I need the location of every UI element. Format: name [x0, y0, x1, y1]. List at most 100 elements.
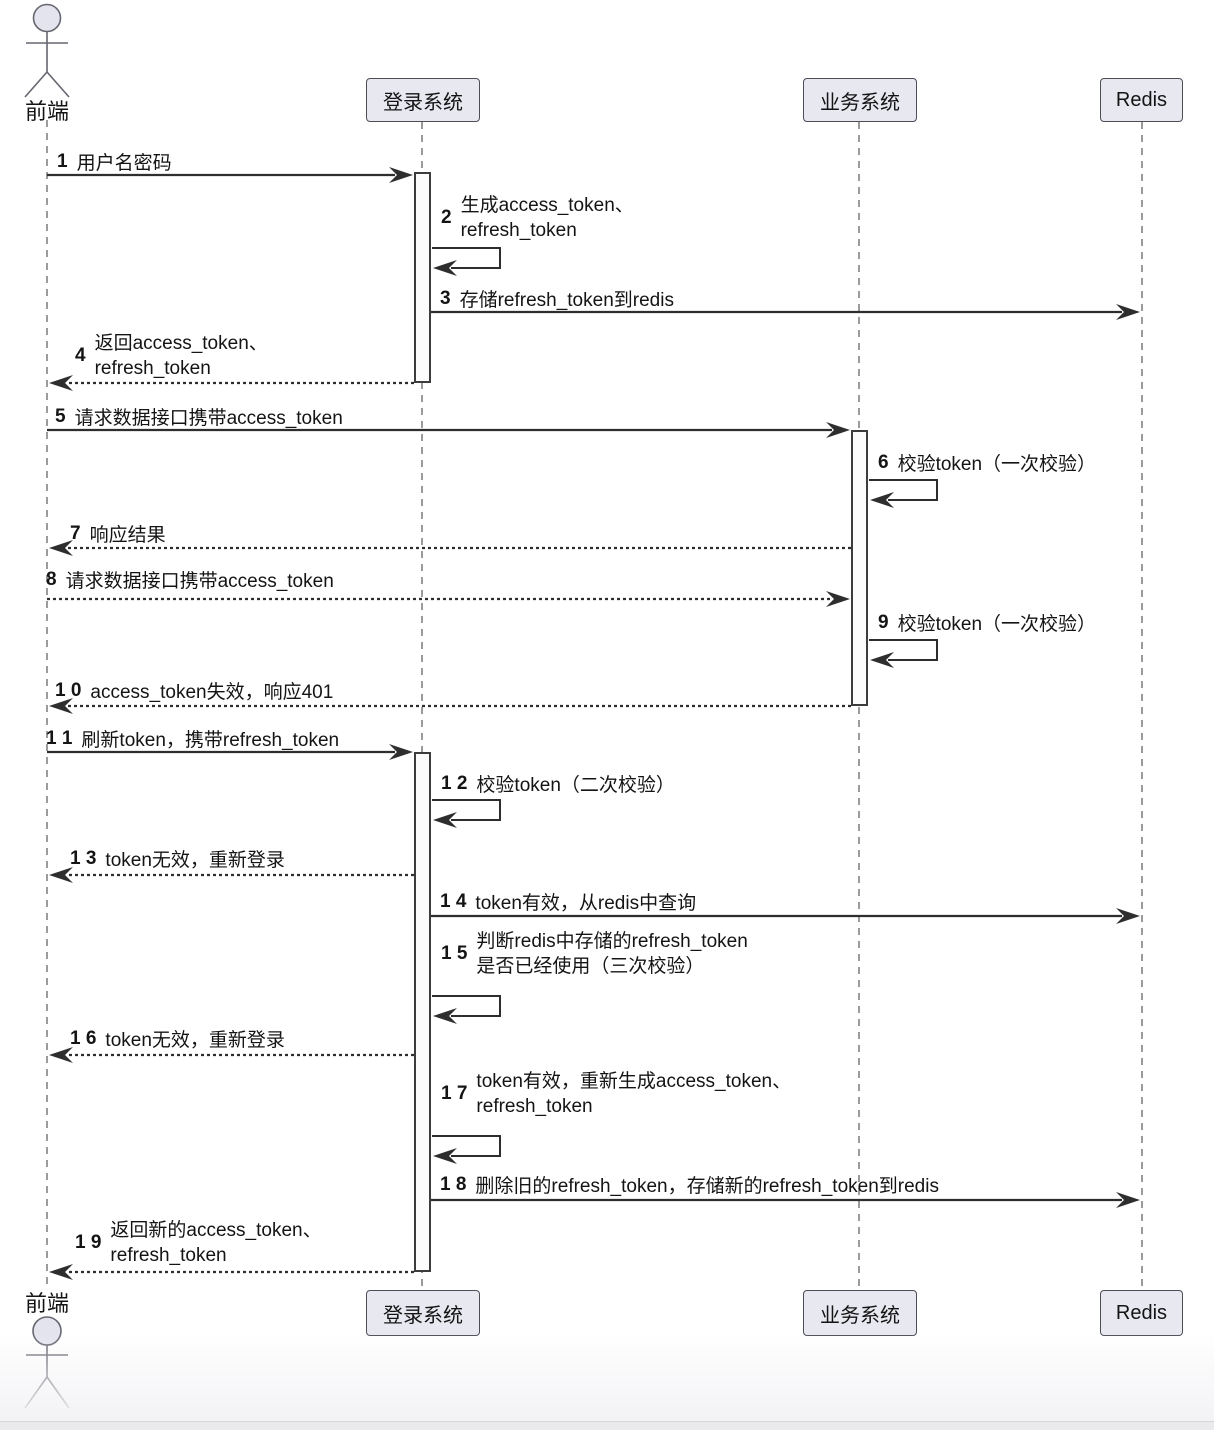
message-text: 校验token（二次校验） [476, 775, 675, 796]
message-text: 刷新token，携带refresh_token [81, 730, 340, 751]
arrowhead-icon [870, 652, 894, 668]
message-number: 4 [75, 345, 86, 366]
message-text: 请求数据接口携带access_token [65, 571, 334, 592]
message-arrow-13 [49, 867, 414, 883]
actor-head [32, 1316, 62, 1346]
participant-label-frontend-top: 前端 [24, 99, 69, 124]
message-text: token无效，重新登录 [105, 850, 285, 871]
self-message-loop [432, 799, 501, 821]
arrowhead-icon [433, 1148, 457, 1164]
arrowhead-icon [49, 698, 73, 714]
message-text: 校验token（一次校验） [897, 614, 1097, 635]
page-bottom-strip [0, 1421, 1214, 1430]
message-number: 1 9 [75, 1232, 102, 1253]
message-number: 1 0 [55, 679, 82, 701]
message-number: 9 [878, 611, 889, 633]
participant-box-biz-top: 业务系统 [803, 78, 917, 122]
message-arrow-1 [47, 167, 413, 183]
participant-label-frontend-bottom: 前端 [24, 1291, 69, 1316]
self-message-loop [432, 995, 501, 1017]
arrowhead-icon [389, 167, 413, 183]
message-8: 8 请求数据接口携带access_token [46, 566, 334, 593]
page-bottom-fade [0, 1332, 1214, 1421]
message-number: 3 [440, 287, 451, 309]
message-arrow-7 [49, 540, 851, 556]
message-text: 删除旧的refresh_token，存储新的refresh_token到redi… [475, 1176, 939, 1197]
message-arrow-15 [432, 995, 501, 1024]
arrowhead-icon [433, 812, 457, 828]
activation-bar-biz [851, 430, 868, 706]
message-number: 5 [55, 405, 66, 427]
arrowhead-icon [1116, 908, 1140, 924]
self-message-loop [432, 247, 501, 269]
message-number: 1 [57, 150, 68, 172]
message-arrow-18 [431, 1192, 1140, 1208]
arrowhead-icon [49, 375, 73, 391]
message-18: 1 8 删除旧的refresh_token，存储新的refresh_token到r… [440, 1171, 939, 1198]
participant-box-redis-bottom: Redis [1100, 1290, 1183, 1336]
message-arrow-16 [49, 1047, 414, 1063]
message-arrow-10 [49, 698, 851, 714]
message-number: 1 4 [440, 890, 467, 912]
arrowhead-icon [49, 1264, 73, 1280]
arrowhead-icon [1116, 304, 1140, 320]
message-text: token有效，从redis中查询 [475, 893, 697, 914]
message-number: 1 1 [46, 727, 73, 749]
participant-box-login-bottom: 登录系统 [366, 1290, 480, 1336]
message-text: access_token失效，响应401 [90, 682, 334, 703]
arrowhead-icon [1116, 1192, 1140, 1208]
message-arrow-19 [49, 1264, 414, 1280]
message-text: 响应结果 [89, 525, 166, 546]
participant-box-redis-top: Redis [1100, 78, 1183, 122]
message-text: 存储refresh_token到redis [459, 290, 674, 311]
participant-box-login-top: 登录系统 [366, 78, 480, 122]
message-14: 1 4 token有效，从redis中查询 [440, 888, 696, 915]
self-message-loop [432, 1135, 501, 1157]
message-number: 1 7 [441, 1083, 468, 1104]
activation-bar-login-2 [414, 752, 431, 1272]
self-message-loop [869, 639, 938, 661]
message-arrow-3 [431, 304, 1140, 320]
message-text: 校验token（一次校验） [897, 454, 1097, 475]
message-arrow-2 [432, 247, 501, 276]
actor-figure-top [24, 3, 70, 98]
arrowhead-icon [49, 867, 73, 883]
participant-box-biz-bottom: 业务系统 [803, 1290, 917, 1336]
arrowhead-icon [826, 422, 850, 438]
message-number: 1 8 [440, 1173, 467, 1195]
message-arrow-12 [432, 799, 501, 828]
message-6: 6 校验token（一次校验） [878, 449, 1096, 476]
actor-figure-bottom [24, 1316, 70, 1409]
message-number: 1 3 [70, 847, 97, 869]
message-number: 6 [878, 451, 889, 473]
message-number: 1 5 [441, 943, 468, 964]
activation-bar-login-1 [414, 172, 431, 383]
message-number: 8 [46, 568, 57, 590]
message-10: 1 0 access_token失效，响应401 [55, 677, 333, 704]
message-arrow-4 [49, 375, 414, 391]
arrowhead-icon [826, 591, 850, 607]
message-text: 生成access_token、refresh_token [460, 195, 634, 241]
self-message-loop [869, 479, 938, 501]
message-11: 1 1 刷新token，携带refresh_token [46, 725, 339, 752]
arrowhead-icon [49, 540, 73, 556]
arrowhead-icon [433, 260, 457, 276]
arrowhead-icon [870, 492, 894, 508]
message-arrow-5 [47, 422, 850, 438]
message-arrow-9 [869, 639, 938, 668]
arrowhead-icon [49, 1047, 73, 1063]
message-9: 9 校验token（一次校验） [878, 609, 1096, 636]
